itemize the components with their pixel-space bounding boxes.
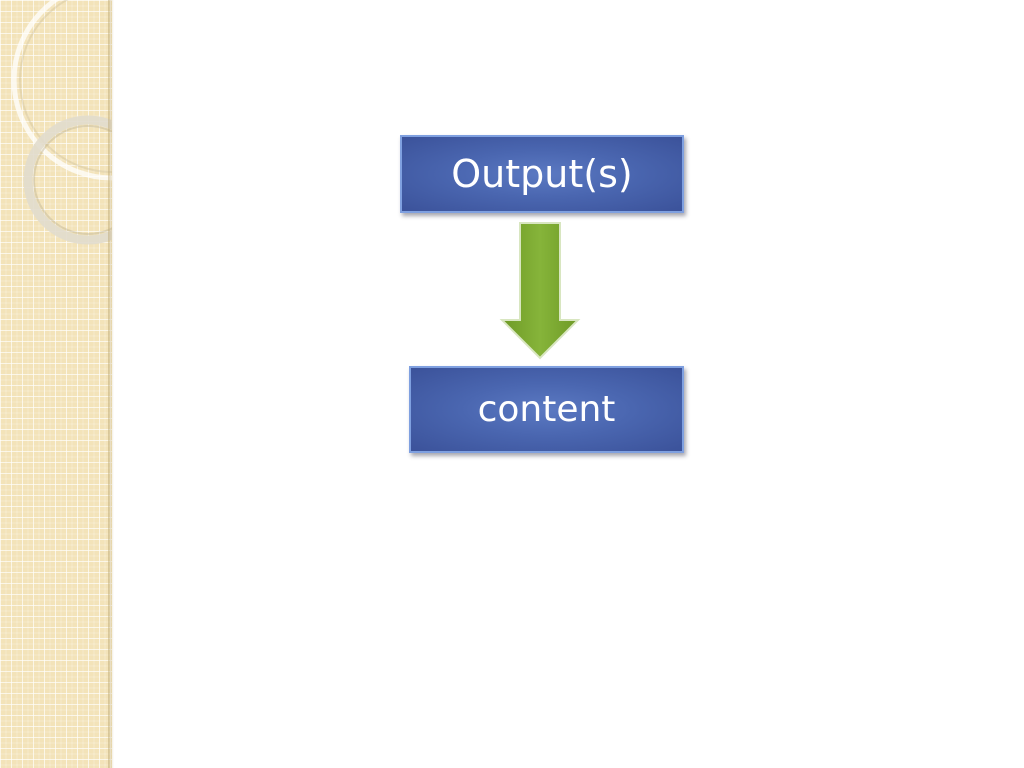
arrow-down-icon [499, 222, 581, 360]
output-node-label: Output(s) [451, 152, 633, 196]
output-node: Output(s) [400, 135, 684, 213]
content-node: content [409, 366, 684, 453]
decorative-side-panel [0, 0, 112, 768]
content-node-label: content [477, 389, 616, 430]
decorative-rings [11, 0, 112, 245]
side-panel-shadow [108, 0, 114, 768]
